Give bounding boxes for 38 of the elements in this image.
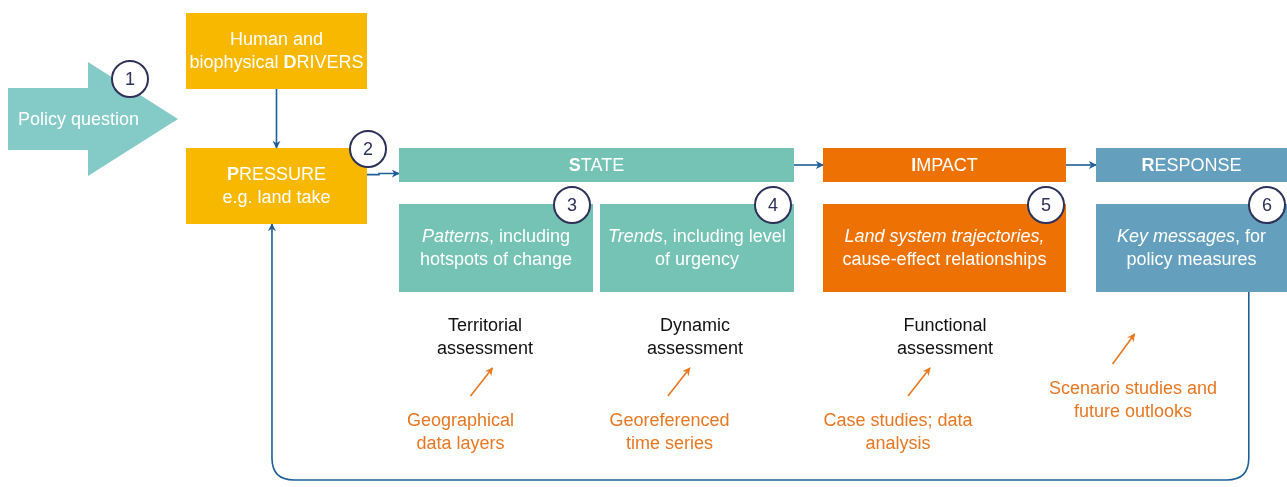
box-text: Policy question [18, 107, 140, 131]
box-text: Key messages, for policy measures [1115, 225, 1268, 271]
step-number-circle: 3 [553, 186, 591, 224]
arrow [907, 367, 931, 397]
box-text: e.g. land take [222, 186, 331, 209]
process-box [399, 148, 794, 182]
arrow [366, 169, 400, 178]
box-text: IMPACT [911, 153, 978, 177]
arrow [1065, 161, 1097, 169]
arrow-shape [8, 62, 178, 176]
box-text: Land system trajectories, cause-effect relationships [841, 225, 1048, 271]
source-label: Geographical data layers [388, 408, 533, 456]
pointer-arrow [1111, 333, 1136, 365]
step-number-circle: 5 [1027, 186, 1065, 224]
step-number-circle: 4 [754, 186, 792, 224]
box-text: STATE [568, 153, 625, 177]
source-label: Case studies; data analysis [818, 408, 978, 456]
step-number-circle: 6 [1248, 186, 1286, 224]
box-text: Patterns, including hotspots of change [418, 225, 574, 271]
box-text: RESPONSE [1141, 153, 1242, 177]
arrow [469, 367, 494, 397]
process-box [823, 148, 1066, 182]
source-label: Georeferenced time series [592, 408, 747, 456]
arrow [667, 367, 691, 397]
process-box [1096, 148, 1287, 182]
arrow [793, 161, 824, 169]
arrow [272, 88, 281, 149]
step-number-circle: 2 [349, 130, 387, 168]
node-label: Territorial assessment [410, 312, 560, 362]
node-label: Dynamic assessment [610, 312, 780, 362]
step-number-circle: 1 [111, 60, 149, 98]
node-label: Functional assessment [870, 312, 1020, 362]
box-text: Human and biophysical DRIVERS [188, 28, 365, 74]
box-heading: PRESSURE [226, 163, 326, 186]
process-box [186, 13, 367, 89]
arrow [268, 223, 1250, 481]
source-label: Scenario studies and future outlooks [1048, 364, 1218, 436]
box-text: Trends, including level of urgency [607, 225, 787, 271]
